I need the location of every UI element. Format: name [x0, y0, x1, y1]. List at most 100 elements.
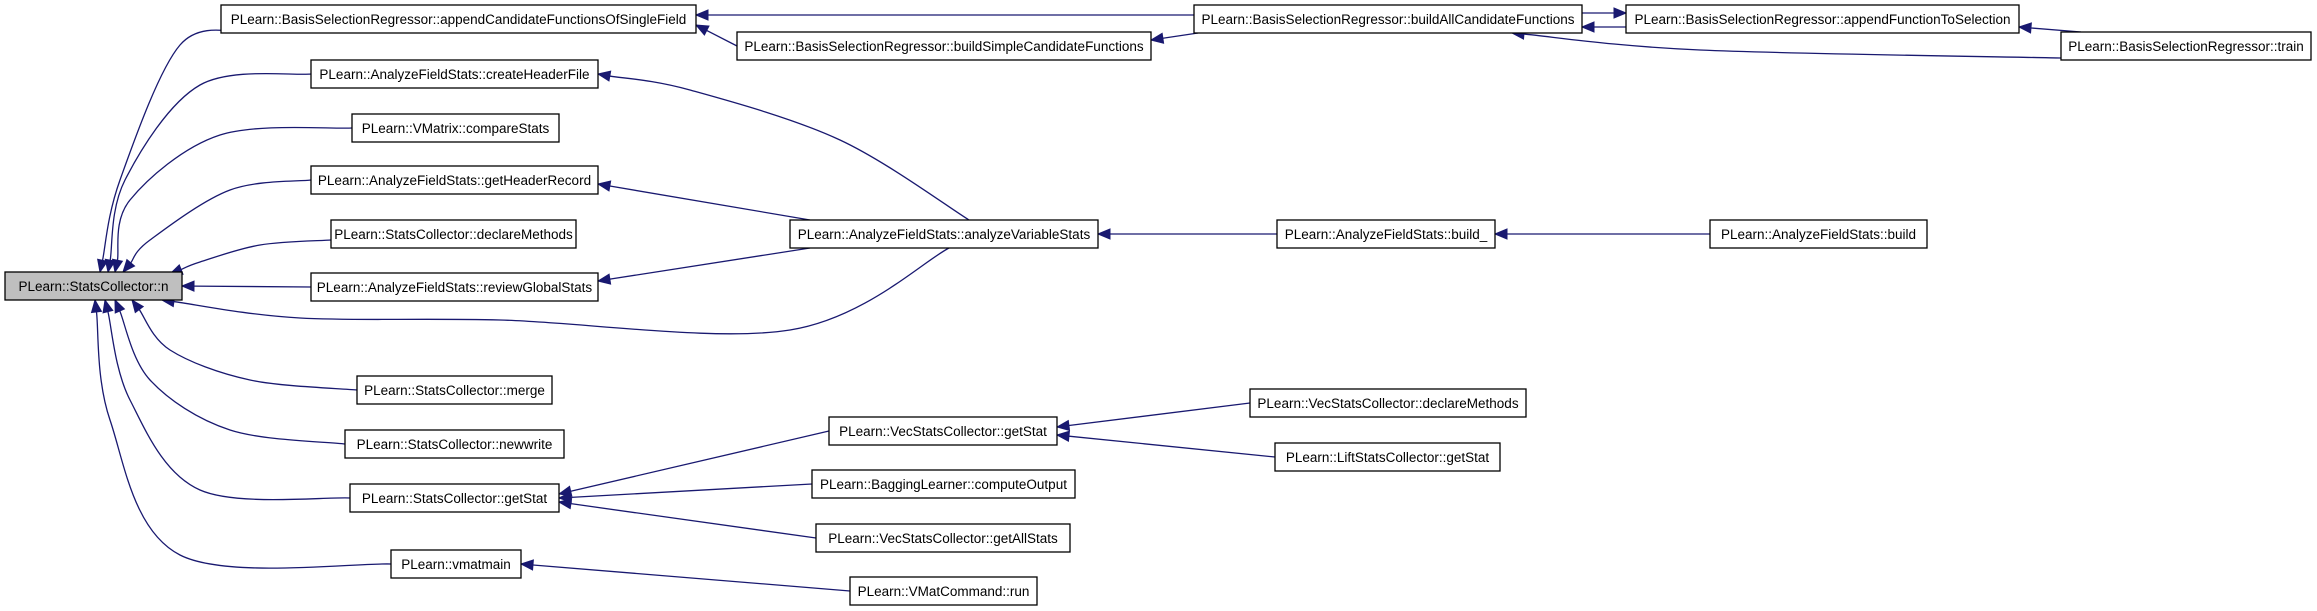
graph-node[interactable]: PLearn::BasisSelectionRegressor::appendC… — [220, 4, 697, 34]
graph-node[interactable]: PLearn::StatsCollector::merge — [356, 375, 553, 405]
graph-node[interactable]: PLearn::VMatrix::compareStats — [351, 113, 560, 143]
edge-n14-to-n12 — [1523, 33, 2062, 59]
graph-node[interactable]: PLearn::StatsCollector::newwrite — [344, 429, 565, 459]
edge-n3-to-n0 — [116, 126, 353, 261]
node-box — [736, 31, 1152, 61]
node-box — [344, 429, 565, 459]
node-label: PLearn::StatsCollector::newwrite — [357, 437, 553, 452]
edge-arrowhead-n11-to-n1 — [694, 24, 710, 36]
node-label: PLearn::BaggingLearner::computeOutput — [820, 477, 1067, 492]
graph-node[interactable]: PLearn::AnalyzeFieldStats::build_ — [1276, 219, 1496, 249]
node-box — [828, 416, 1058, 446]
graph-node[interactable]: PLearn::BasisSelectionRegressor::buildAl… — [1193, 4, 1583, 34]
edge-n12-to-n11 — [1162, 32, 1199, 39]
edge-n4-to-n0 — [130, 179, 312, 264]
node-box — [1625, 4, 2020, 34]
graph-node[interactable]: PLearn::VecStatsCollector::declareMethod… — [1249, 388, 1527, 418]
graph-node[interactable]: PLearn::BasisSelectionRegressor::buildSi… — [736, 31, 1152, 61]
edge-n20-to-n9 — [570, 503, 817, 539]
graph-node[interactable]: PLearn::BasisSelectionRegressor::train — [2060, 31, 2312, 61]
edge-arrowhead-n12-to-n1 — [694, 9, 709, 21]
root-node: PLearn::StatsCollector::n — [4, 271, 183, 301]
node-box — [330, 219, 577, 249]
node-box — [349, 483, 560, 513]
edge-arrowhead-n21-to-n18 — [1055, 419, 1071, 432]
node-label: PLearn::BasisSelectionRegressor::train — [2068, 39, 2304, 54]
node-label: PLearn::BasisSelectionRegressor::appendF… — [1635, 12, 2011, 27]
edge-n11-to-n1 — [706, 29, 738, 47]
graph-node[interactable]: PLearn::vmatmain — [390, 549, 522, 579]
node-label: PLearn::AnalyzeFieldStats::getHeaderReco… — [318, 173, 591, 188]
node-box — [815, 523, 1071, 553]
node-box — [356, 375, 553, 405]
edge-n1-to-n0 — [101, 29, 248, 261]
edge-arrowhead-n2-to-n0 — [104, 258, 116, 274]
edge-arrowhead-n6-to-n0 — [180, 280, 195, 292]
node-box — [1274, 442, 1501, 472]
graph-node[interactable]: PLearn::BasisSelectionRegressor::appendF… — [1625, 4, 2020, 34]
graph-node[interactable]: PLearn::StatsCollector::declareMethods — [330, 219, 577, 249]
node-box — [789, 219, 1099, 249]
node-label: PLearn::StatsCollector::n — [18, 279, 168, 294]
node-box — [310, 59, 599, 89]
node-label: PLearn::vmatmain — [401, 557, 511, 572]
edge-n19-to-n9 — [570, 483, 813, 498]
graph-nodes: PLearn::StatsCollector::n PLearn::BasisSe… — [4, 4, 2312, 606]
edge-arrowhead-n10-to-n0 — [90, 298, 103, 314]
node-label: PLearn::StatsCollector::declareMethods — [334, 227, 573, 242]
node-label: PLearn::VMatrix::compareStats — [362, 121, 550, 136]
edge-n9-to-n0 — [107, 311, 351, 501]
node-box — [1193, 4, 1583, 34]
node-box — [310, 272, 599, 302]
graph-node[interactable]: PLearn::AnalyzeFieldStats::reviewGlobalS… — [310, 272, 599, 302]
edge-arrowhead-n14-to-n13 — [2017, 22, 2032, 34]
edge-n5-to-n0 — [180, 239, 332, 271]
node-box — [390, 549, 522, 579]
edge-arrowhead-n8-to-n0 — [114, 298, 126, 314]
edge-arrowhead-n15-to-n4 — [596, 180, 612, 192]
graph-node[interactable]: PLearn::AnalyzeFieldStats::createHeaderF… — [310, 59, 599, 89]
graph-edges — [90, 7, 2082, 592]
edge-n23-to-n10 — [532, 564, 851, 592]
node-box — [811, 469, 1076, 499]
edge-n14-to-n13 — [2030, 27, 2082, 33]
node-label: PLearn::VecStatsCollector::declareMethod… — [1257, 396, 1518, 411]
edge-n2-to-n0 — [109, 72, 312, 261]
node-label: PLearn::BasisSelectionRegressor::buildAl… — [1202, 12, 1575, 27]
edge-arrowhead-n16-to-n15 — [1096, 228, 1111, 240]
node-label: PLearn::StatsCollector::merge — [364, 383, 545, 398]
edge-arrowhead-n12-to-n11 — [1149, 32, 1165, 44]
graph-node[interactable]: PLearn::LiftStatsCollector::getStat — [1274, 442, 1501, 472]
graph-node[interactable]: PLearn::VecStatsCollector::getStat — [828, 416, 1058, 446]
edge-arrowhead-n1-to-n0 — [97, 258, 109, 274]
edge-n15-to-n0 — [173, 247, 950, 335]
graph-node[interactable]: PLearn::AnalyzeFieldStats::analyzeVariab… — [789, 219, 1099, 249]
node-label: PLearn::StatsCollector::getStat — [362, 491, 548, 506]
edge-arrowhead-n13-to-n12 — [1580, 21, 1595, 33]
node-label: PLearn::BasisSelectionRegressor::appendC… — [231, 12, 687, 27]
edge-n21-to-n18 — [1068, 402, 1251, 427]
node-box — [310, 165, 599, 195]
edge-arrowhead-n3-to-n0 — [111, 258, 124, 274]
node-label: PLearn::AnalyzeFieldStats::build_ — [1285, 227, 1488, 242]
edge-n7-to-n0 — [138, 309, 358, 391]
graph-node[interactable]: PLearn::VecStatsCollector::getAllStats — [815, 523, 1071, 553]
node-box — [4, 271, 183, 301]
edge-arrowhead-n15-to-n2 — [596, 70, 612, 82]
graph-node[interactable]: PLearn::VMatCommand::run — [849, 576, 1038, 606]
node-label: PLearn::BasisSelectionRegressor::buildSi… — [744, 39, 1143, 54]
graph-node[interactable]: PLearn::AnalyzeFieldStats::getHeaderReco… — [310, 165, 599, 195]
graph-node[interactable]: PLearn::BaggingLearner::computeOutput — [811, 469, 1076, 499]
edge-arrowhead-n23-to-n10 — [519, 559, 534, 571]
graph-node[interactable]: PLearn::AnalyzeFieldStats::build — [1709, 219, 1928, 249]
edge-n10-to-n0 — [95, 311, 392, 569]
edge-n22-to-n18 — [1068, 435, 1276, 458]
graph-node[interactable]: PLearn::StatsCollector::getStat — [349, 483, 560, 513]
edge-n15-to-n2 — [609, 75, 970, 221]
node-label: PLearn::VecStatsCollector::getAllStats — [828, 531, 1058, 546]
node-box — [1709, 219, 1928, 249]
edge-n18-to-n9 — [570, 430, 830, 492]
edge-arrowhead-n17-to-n16 — [1493, 228, 1508, 240]
edge-arrowhead-n22-to-n18 — [1055, 430, 1071, 442]
